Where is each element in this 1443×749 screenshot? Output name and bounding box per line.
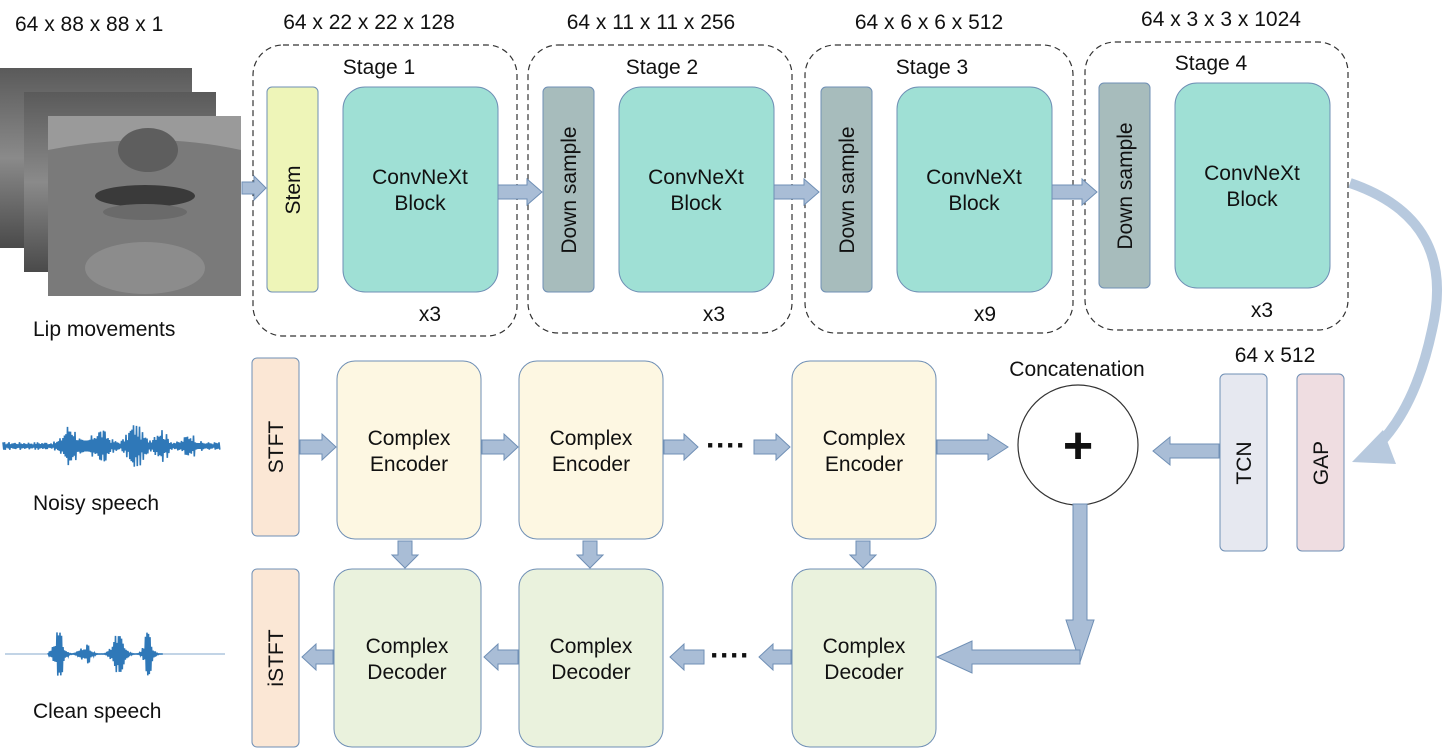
arrow-skip-1: [390, 540, 420, 569]
arrow-stage-1-to-2: [497, 177, 543, 207]
curved-arrow-to-gap: [1348, 178, 1443, 452]
convnext-block-stage-2: [618, 86, 775, 293]
convnext-label-stage-4-line2: Block: [1226, 188, 1278, 211]
stage-4-dims: 64 x 3 x 3 x 1024: [1141, 8, 1301, 31]
complex-encoder-1: [336, 360, 482, 540]
complex-decoder-2: [518, 568, 664, 748]
encoder-2-line2: Encoder: [552, 453, 630, 476]
decoder-3-line1: Complex: [823, 635, 906, 658]
lip-movements-label: Lip movements: [33, 318, 175, 341]
complex-encoder-3: [791, 360, 937, 540]
clean-speech-label: Clean speech: [33, 700, 161, 723]
convnext-label-stage-3-line2: Block: [948, 192, 1000, 215]
decoder-3-line2: Decoder: [824, 661, 903, 684]
convnext-block-stage-1: [342, 86, 499, 293]
convnext-label-stage-1-line2: Block: [394, 192, 446, 215]
tcn-label: TCN: [1233, 441, 1256, 484]
stft-label: STFT: [265, 421, 288, 474]
fusion-dims: 64 x 512: [1235, 344, 1316, 367]
decoder-1-line2: Decoder: [367, 661, 446, 684]
downsample-label-stage-2: Down sample: [558, 126, 581, 253]
encoder-3-line2: Encoder: [825, 453, 903, 476]
istft-block: [251, 568, 300, 748]
lip-frames-image: [0, 68, 241, 296]
arrow-skip-2: [575, 540, 605, 569]
convnext-label-stage-2-line1: ConvNeXt: [648, 166, 744, 189]
arrow-ellipsis-to-decoder-2: [669, 642, 705, 672]
concatenation-plus-icon: +: [1063, 417, 1093, 475]
arrow-stage-3-to-4: [1051, 177, 1098, 207]
noisy-speech-label: Noisy speech: [33, 492, 159, 515]
decoder-2-line1: Complex: [550, 635, 633, 658]
stage-2-title: Stage 2: [626, 56, 698, 79]
decoder-ellipsis: ····: [710, 639, 750, 672]
arrow-decoder-2-to-1: [483, 642, 519, 672]
convnext-block-stage-4: [1174, 82, 1331, 289]
downsample-label-stage-3: Down sample: [836, 126, 859, 253]
arrow-concat-to-decoder: [935, 640, 1081, 674]
encoder-2-line1: Complex: [550, 427, 633, 450]
concatenation-label: Concatenation: [1009, 358, 1144, 381]
complex-decoder-3: [791, 568, 937, 748]
arrow-concat-down: [1065, 503, 1095, 664]
stage-4-repeat: x3: [1251, 299, 1273, 322]
arrow-decoder-1-to-istft: [301, 642, 334, 672]
gap-block: [1296, 373, 1345, 552]
convnext-label-stage-2-line2: Block: [670, 192, 722, 215]
stage-4-group: [1084, 41, 1349, 331]
arrow-stft-to-encoder-1: [299, 432, 337, 462]
tcn-block: [1219, 373, 1268, 552]
convnext-label-stage-3-line1: ConvNeXt: [926, 166, 1022, 189]
complex-encoder-2: [518, 360, 664, 540]
arrow-tcn-to-concat: [1152, 435, 1220, 467]
stage-1-repeat: x3: [419, 303, 441, 326]
stem-block: [266, 86, 319, 293]
arrow-encoder-2-to-ellipsis: [663, 432, 699, 462]
stage-4-title: Stage 4: [1175, 52, 1248, 75]
encoder-1-line1: Complex: [368, 427, 451, 450]
stage-3-title: Stage 3: [896, 56, 968, 79]
stage-1-title: Stage 1: [343, 56, 415, 79]
stage-2-dims: 64 x 11 x 11 x 256: [567, 11, 736, 34]
convnext-label-stage-4-line1: ConvNeXt: [1204, 162, 1300, 185]
stage-1-dims: 64 x 22 x 22 x 128: [283, 11, 455, 34]
arrow-decoder-3-to-ellipsis: [758, 642, 792, 672]
stft-block: [251, 357, 300, 537]
clean-speech-waveform: [5, 632, 225, 676]
stem-label: Stem: [282, 165, 305, 214]
arrow-encoder-1-to-2: [481, 432, 519, 462]
encoder-1-line2: Encoder: [370, 453, 448, 476]
downsample-block-stage-4: [1098, 82, 1151, 289]
arrow-skip-3: [848, 540, 878, 569]
gap-label: GAP: [1310, 441, 1333, 485]
downsample-block-stage-2: [542, 86, 595, 293]
arrow-image-to-stem: [241, 174, 267, 202]
downsample-label-stage-4: Down sample: [1114, 122, 1137, 249]
decoder-1-line1: Complex: [366, 635, 449, 658]
arrow-stage-2-to-3: [773, 177, 820, 207]
encoder-ellipsis: ····: [706, 429, 746, 462]
arrow-ellipsis-to-encoder-3: [753, 432, 791, 462]
convnext-block-stage-3: [896, 86, 1053, 293]
downsample-block-stage-3: [820, 86, 873, 293]
curved-arrow-head: [1352, 430, 1396, 464]
stage-3-group: [804, 44, 1074, 334]
stage-3-dims: 64 x 6 x 6 x 512: [855, 11, 1003, 34]
decoder-2-line2: Decoder: [551, 661, 630, 684]
stage-2-repeat: x3: [703, 303, 725, 326]
istft-label: iSTFT: [265, 629, 288, 686]
encoder-3-line1: Complex: [823, 427, 906, 450]
stage-3-repeat: x9: [974, 303, 996, 326]
input-dims: 64 x 88 x 88 x 1: [15, 13, 163, 36]
convnext-label-stage-1-line1: ConvNeXt: [372, 166, 468, 189]
complex-decoder-1: [333, 568, 482, 748]
arrow-encoder-3-to-concat: [936, 433, 1009, 461]
noisy-speech-waveform: [2, 425, 221, 467]
